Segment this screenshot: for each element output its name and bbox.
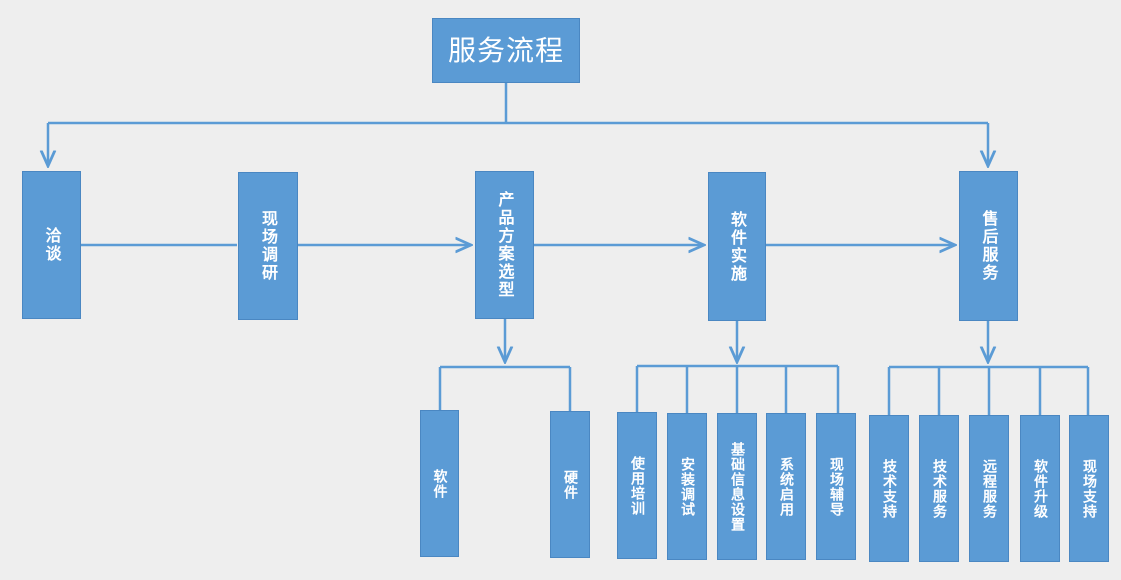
child-label: 软件 bbox=[431, 468, 448, 499]
stage-chanpin-xuanxing: 产品方案选型 bbox=[475, 171, 534, 319]
stage-label: 产品方案选型 bbox=[495, 191, 515, 299]
child-label: 软件升级 bbox=[1032, 458, 1048, 519]
stage-label: 软件实施 bbox=[728, 210, 747, 283]
impl-onsite-guide: 现场辅导 bbox=[816, 413, 856, 560]
impl-system-start: 系统启用 bbox=[766, 413, 806, 560]
after-remote-service: 远程服务 bbox=[969, 415, 1009, 562]
stage-label: 现场调研 bbox=[259, 210, 278, 282]
after-tech-support: 技术支持 bbox=[869, 415, 909, 562]
title-box: 服务流程 bbox=[432, 18, 580, 83]
child-label: 系统启用 bbox=[778, 456, 794, 517]
selection-hardware: 硬件 bbox=[550, 411, 590, 558]
after-tech-service: 技术服务 bbox=[919, 415, 959, 562]
after-onsite-support: 现场支持 bbox=[1069, 415, 1109, 562]
child-label: 技术支持 bbox=[881, 458, 897, 519]
stage-label: 洽谈 bbox=[42, 227, 62, 263]
child-label: 使用培训 bbox=[629, 455, 645, 516]
impl-install: 安装调试 bbox=[667, 413, 707, 560]
after-software-upgrade: 软件升级 bbox=[1020, 415, 1060, 562]
child-label: 安装调试 bbox=[679, 456, 695, 517]
stage-qiatan: 洽谈 bbox=[22, 171, 81, 319]
impl-training: 使用培训 bbox=[617, 412, 657, 559]
child-label: 现场支持 bbox=[1081, 458, 1097, 519]
stage-ruanjian-shishi: 软件实施 bbox=[708, 172, 766, 321]
child-label: 现场辅导 bbox=[828, 456, 844, 517]
stage-shouhou-fuwu: 售后服务 bbox=[959, 171, 1018, 321]
child-label: 技术服务 bbox=[931, 458, 947, 519]
child-label: 基础信息设置 bbox=[729, 441, 745, 532]
impl-basic-info: 基础信息设置 bbox=[717, 413, 757, 560]
selection-software: 软件 bbox=[420, 410, 459, 557]
stage-xianchang-tiaoyan: 现场调研 bbox=[238, 172, 298, 320]
child-label: 远程服务 bbox=[981, 458, 997, 519]
child-label: 硬件 bbox=[562, 469, 578, 500]
stage-label: 售后服务 bbox=[979, 210, 999, 282]
title-text: 服务流程 bbox=[447, 33, 564, 67]
